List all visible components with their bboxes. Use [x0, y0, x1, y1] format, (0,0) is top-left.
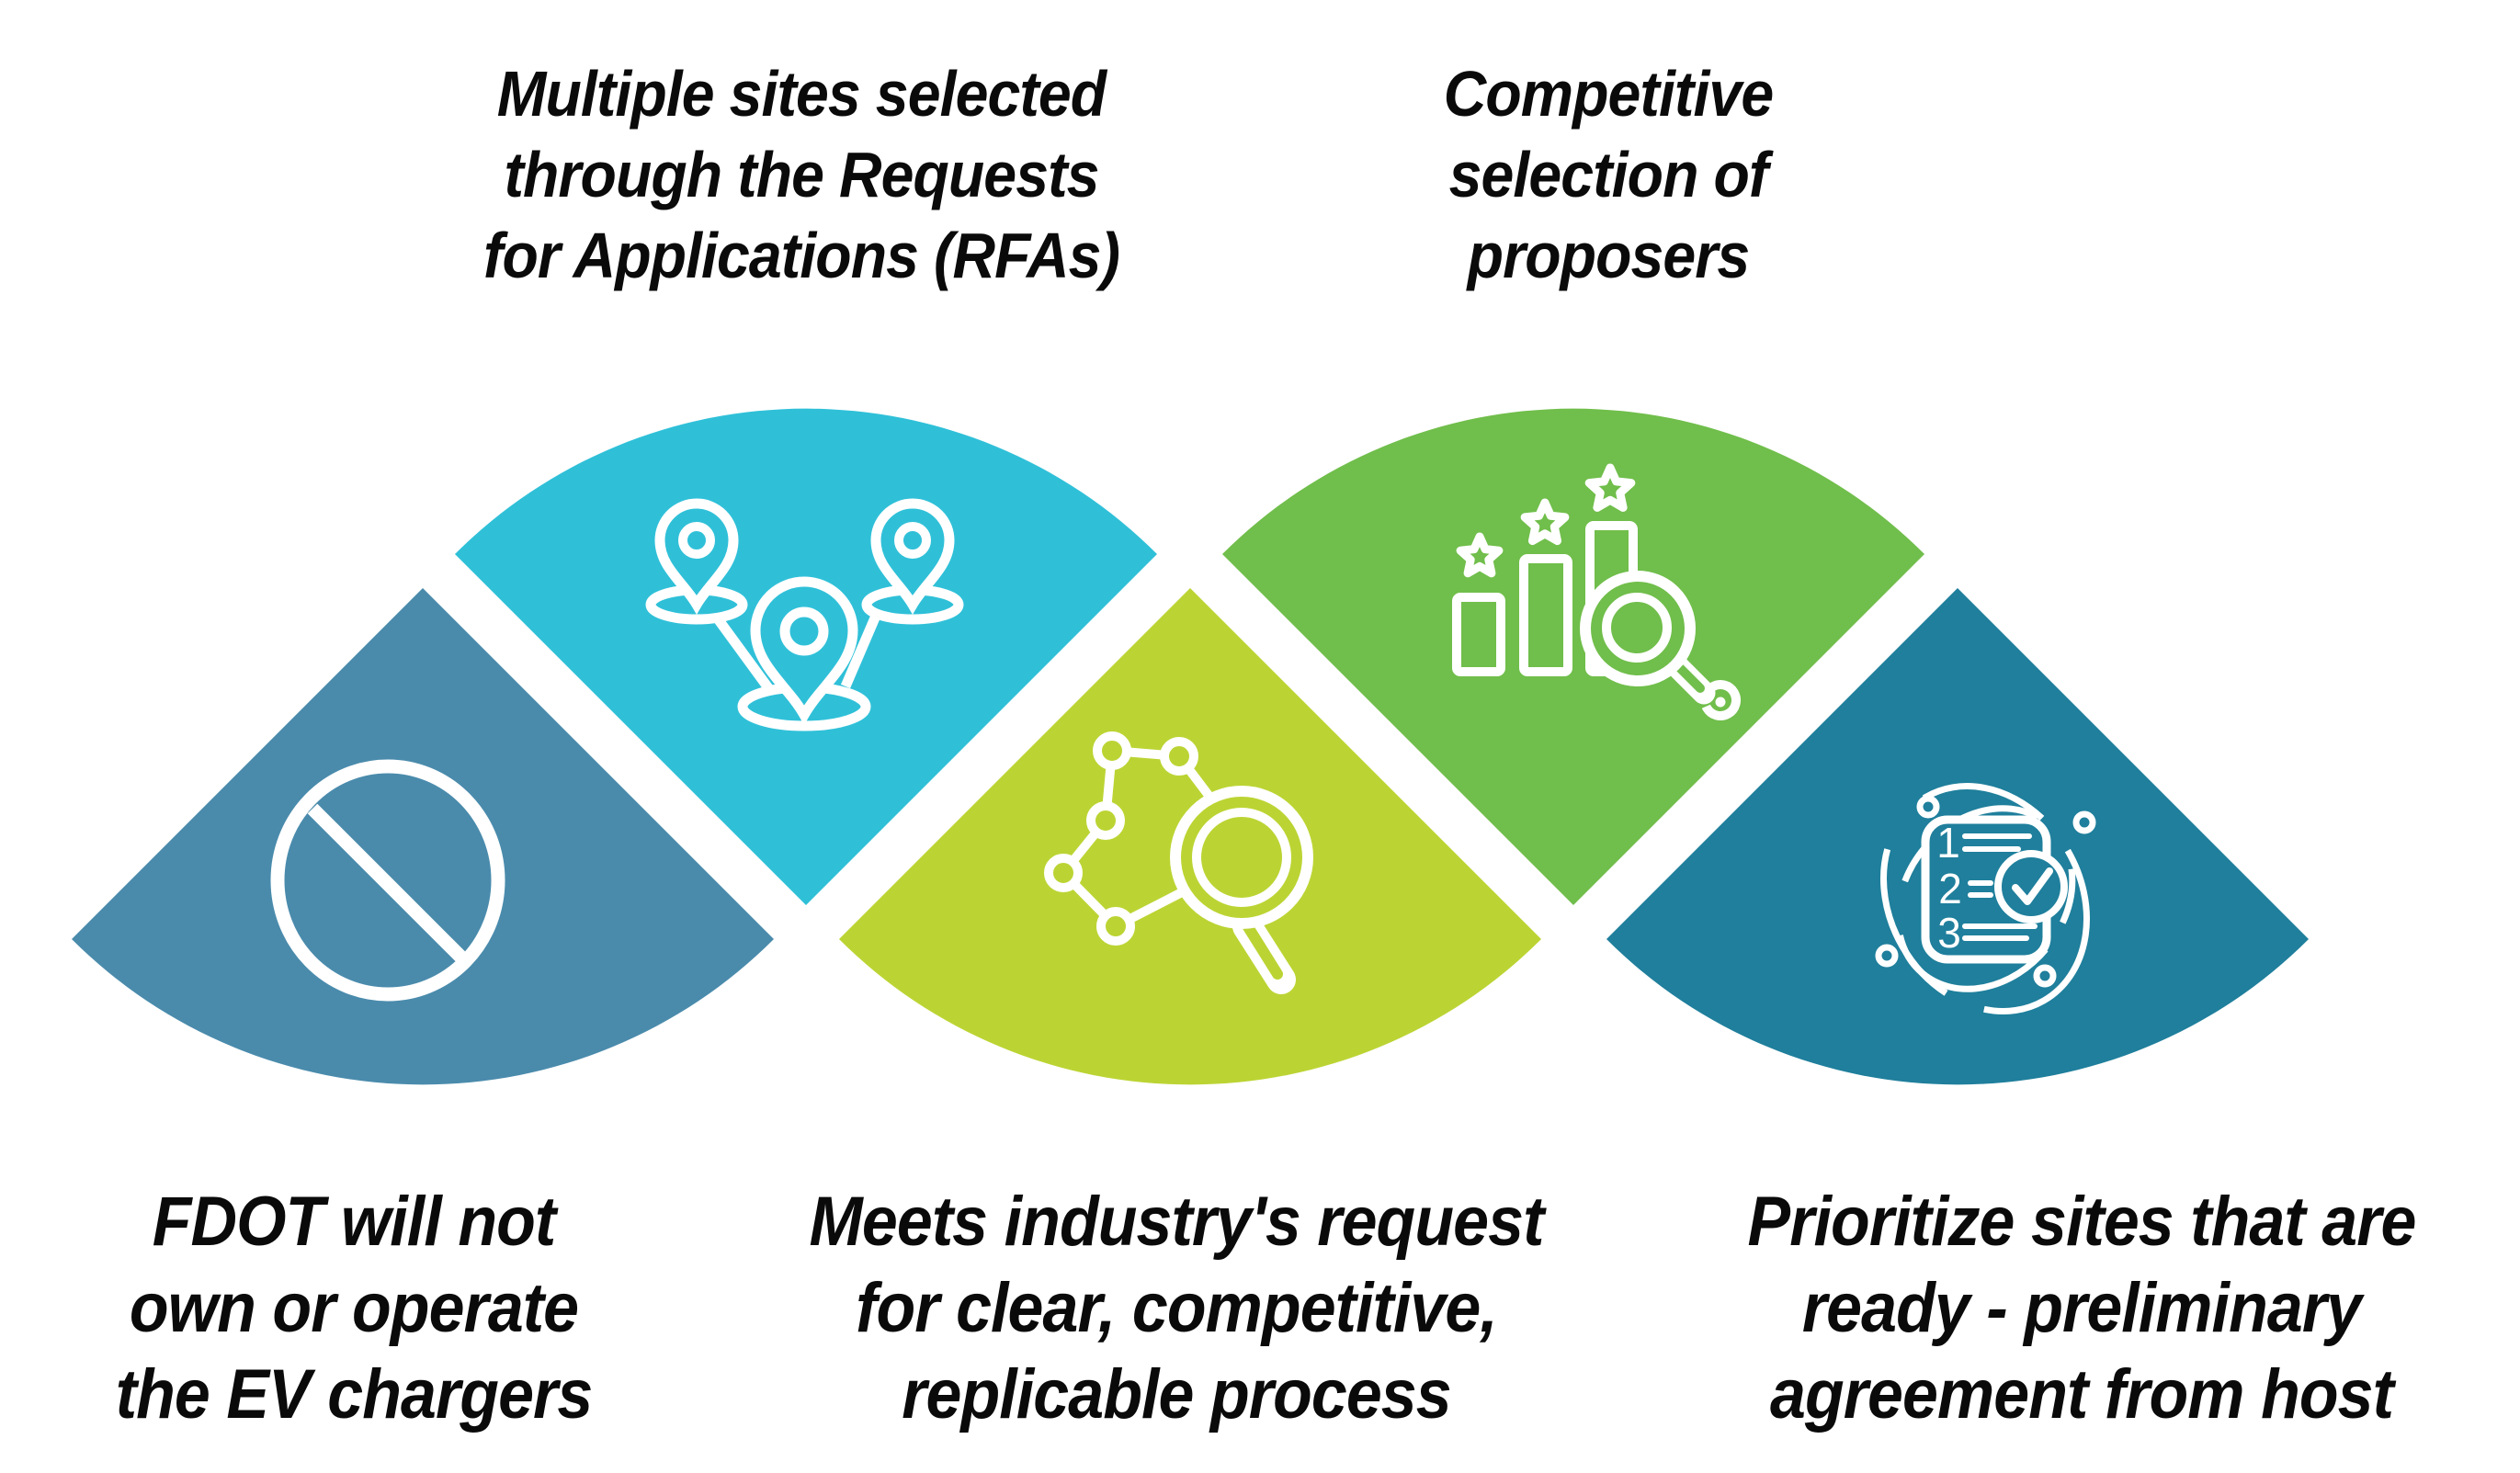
label-line: the EV chargers [115, 1355, 594, 1433]
label-line: selection of [1448, 139, 1769, 210]
label-line: Multiple sites selected [496, 58, 1107, 130]
svg-text:1: 1 [1936, 819, 1960, 867]
check-circle-icon [1994, 850, 2068, 923]
ranking-search-icon [1457, 468, 1741, 720]
label-line: Competitive [1443, 58, 1774, 130]
label-multiple-sites: Multiple sites selected through the Requ… [294, 53, 1309, 296]
petal-fdot-ownership [72, 588, 774, 1085]
label-line: Meets industry's request [809, 1183, 1545, 1261]
label-line: for clear, competitive, [856, 1269, 1498, 1347]
label-line: agreement from host [1770, 1355, 2394, 1433]
label-line: for Applications (RFAs) [482, 220, 1120, 291]
label-industry-request: Meets industry's request for clear, comp… [754, 1179, 1599, 1438]
label-line: FDOT will not [152, 1183, 556, 1261]
star-icon [1589, 468, 1631, 507]
label-competitive-selection: Competitive selection of proposers [1101, 53, 2116, 296]
svg-text:2: 2 [1938, 865, 1962, 912]
orbit-dots [1875, 795, 2096, 988]
petal-competitive-selection [1222, 408, 1924, 905]
star-icon [1525, 503, 1565, 541]
checklist-numbers: 1 2 3 [1936, 819, 1962, 957]
checklist-lines [1962, 833, 2038, 941]
checkmark-icon [2012, 867, 2053, 905]
map-pins-icon [645, 498, 964, 731]
checklist-icon: 1 2 3 [1875, 783, 2096, 1014]
network-search-icon [1044, 731, 1313, 994]
star-icon [1460, 537, 1499, 573]
label-site-readiness: Prioritize sites that are ready - prelim… [1659, 1179, 2504, 1438]
label-line: proposers [1467, 220, 1751, 291]
svg-text:3: 3 [1937, 909, 1961, 957]
label-line: ready - preliminary [1801, 1269, 2362, 1347]
no-sign-icon [270, 759, 505, 1002]
label-line: own or operate [129, 1269, 579, 1347]
label-fdot-ownership: FDOT will not own or operate the EV char… [58, 1179, 650, 1438]
label-line: Prioritize sites that are [1747, 1183, 2417, 1261]
label-line: through the Requests [504, 139, 1099, 210]
label-line: replicable process [902, 1355, 1451, 1433]
